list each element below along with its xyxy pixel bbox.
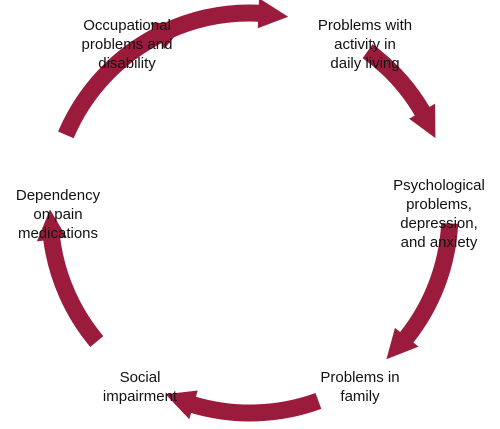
node-text-line: depression, [400, 215, 478, 232]
node-text-line: problems, [406, 196, 472, 213]
node-text-line: Problems with [317, 17, 413, 34]
node-text-line: and anxiety [400, 234, 478, 251]
node-text-line: medications [17, 225, 99, 242]
node-text-line: activity in [334, 36, 396, 53]
node-social-impairment: Social impairment [85, 368, 195, 406]
node-text-line: Occupational [83, 17, 171, 34]
node-occupational-problems: Occupational problems and disability [62, 16, 192, 73]
arrow-dependency-to-occupational [58, 22, 185, 139]
node-text-line: impairment [102, 388, 178, 405]
arrow-daily-living-to-psychological [362, 44, 436, 139]
node-text-line: family [340, 388, 380, 405]
node-text-line: on pain [33, 206, 83, 223]
node-text-line: Problems in [320, 369, 400, 386]
node-text-line: Social [119, 369, 161, 386]
arrow-psychological-to-family [386, 223, 459, 360]
node-text-line: Dependency [15, 187, 101, 204]
arrow-social-to-dependency [36, 209, 104, 347]
node-problems-daily-living: Problems with activity in daily living [300, 16, 430, 73]
node-dependency-pain-medications: Dependency on pain medications [0, 186, 116, 243]
node-text-line: daily living [330, 55, 400, 72]
node-problems-in-family: Problems in family [305, 368, 415, 406]
node-psychological-problems: Psychological problems, depression, and … [383, 176, 495, 252]
node-text-line: problems and [81, 36, 173, 53]
arrow-family-to-social [165, 390, 322, 422]
arrow-occupational-to-daily-living [161, 0, 289, 40]
node-text-line: Psychological [393, 177, 485, 194]
node-text-line: disability [98, 55, 156, 72]
